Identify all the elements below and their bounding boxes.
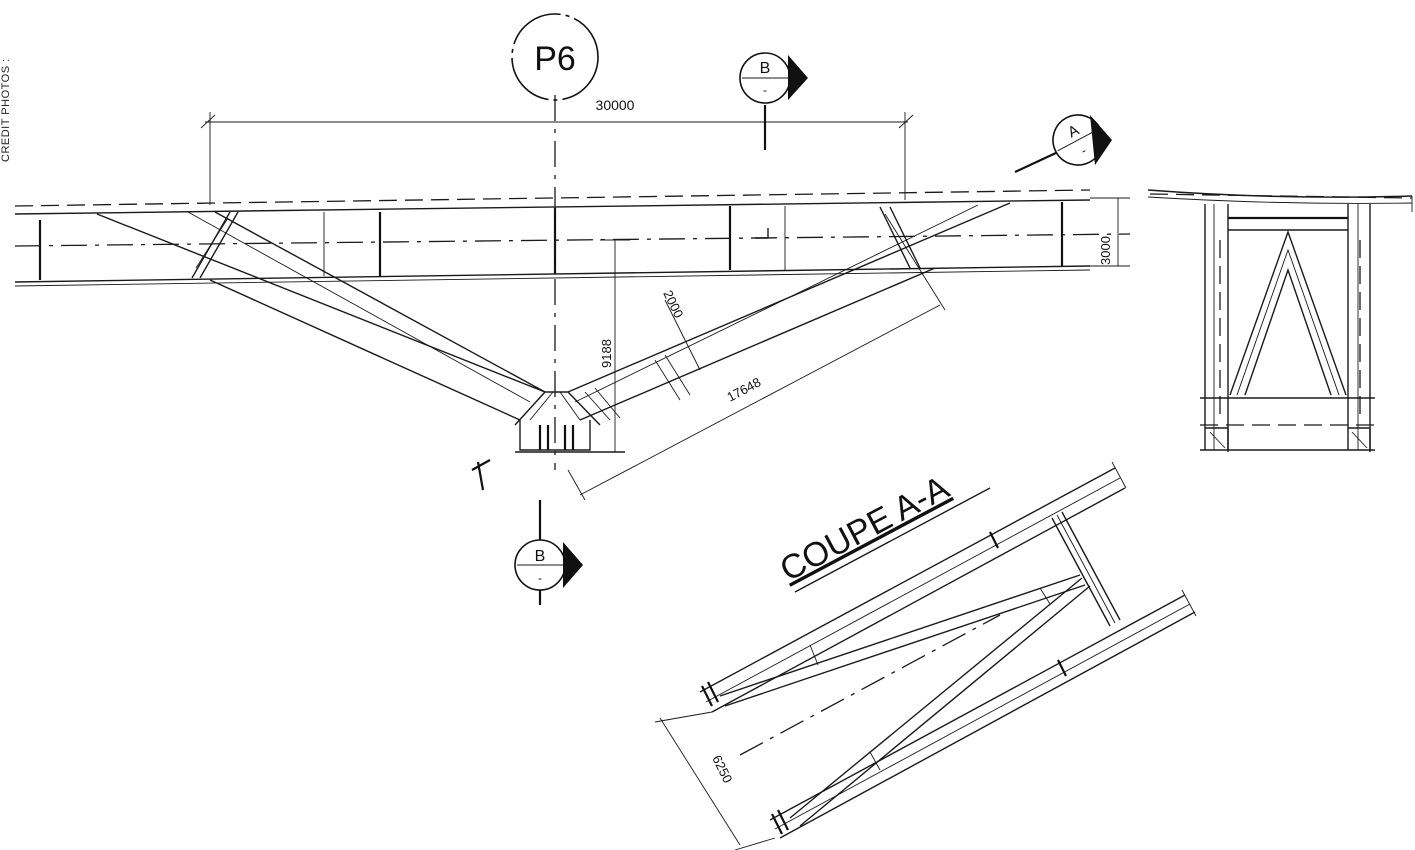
strut-length-dimension: 17648	[567, 261, 946, 501]
section-a-title: COUPE A-A	[774, 468, 956, 589]
strut-node	[514, 387, 625, 453]
left-strut	[96, 211, 546, 421]
span-value: 30000	[596, 97, 635, 113]
elevation-view: P6 30000 3000 9188 2000	[14, 13, 1131, 501]
span-dimension: 30000	[200, 97, 914, 205]
section-b-view	[1147, 189, 1413, 452]
depth-value: 3000	[1098, 236, 1113, 265]
height-value: 9188	[599, 339, 614, 368]
plan-width-value: 6250	[709, 753, 735, 786]
height-dimension: 9188	[599, 239, 630, 452]
section-b-label-top: B	[760, 60, 771, 77]
section-b-sub-top: -	[763, 83, 767, 97]
section-b-marker-bottom: B -	[514, 500, 583, 605]
section-a-sub: -	[1079, 143, 1089, 157]
section-b-sub-bottom: -	[538, 571, 542, 585]
right-strut	[567, 202, 1011, 421]
section-b-label-bottom: B	[535, 548, 546, 565]
section-b-marker-top: B -	[739, 52, 808, 150]
section-a-cut-mark	[471, 459, 491, 491]
strut-length-value: 17648	[724, 374, 763, 404]
section-a-view: COUPE A-A 6250	[654, 461, 1197, 850]
section-a-marker: A -	[1014, 114, 1112, 173]
strut-depth-value: 2000	[660, 288, 686, 321]
pier-marker: P6	[511, 13, 599, 101]
depth-dimension: 3000	[1090, 197, 1130, 267]
pier-label: P6	[534, 40, 576, 78]
